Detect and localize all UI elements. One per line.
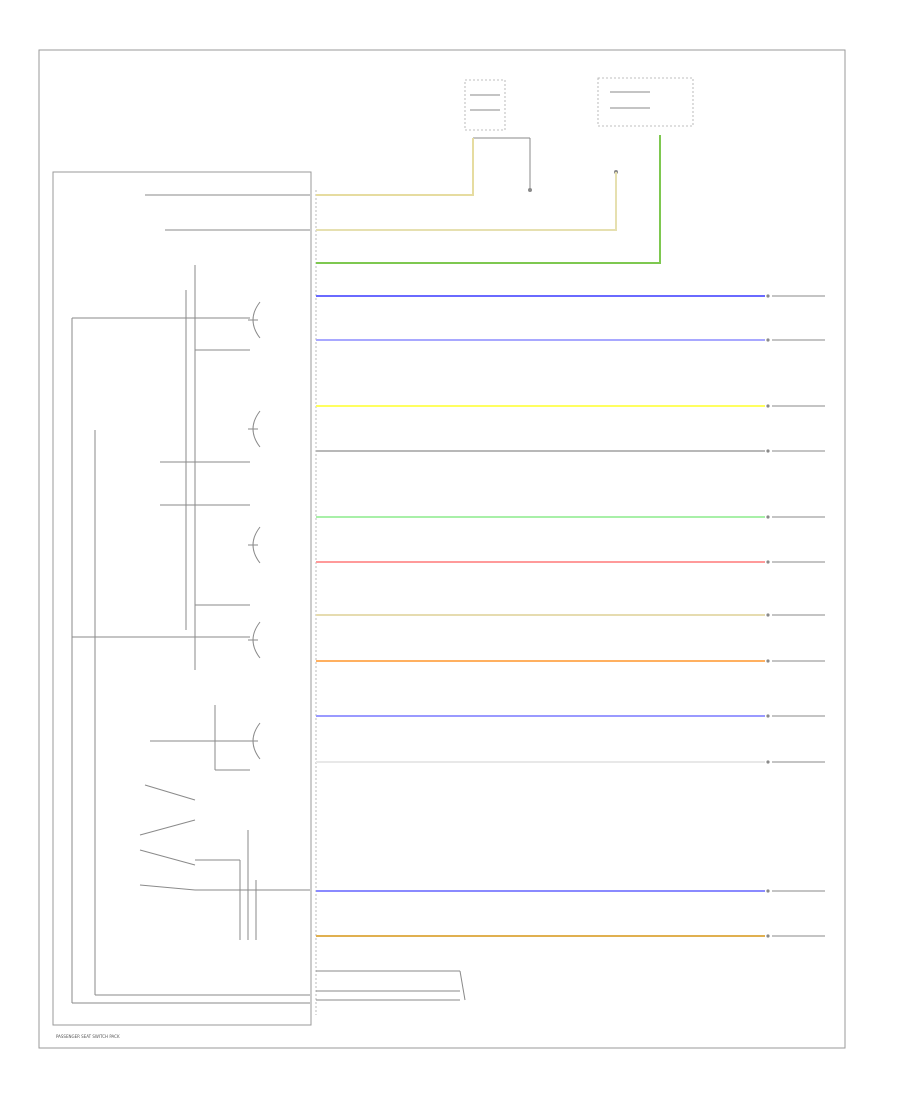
module-name-label: PASSENGER SEAT SWITCH PACK bbox=[56, 1034, 120, 1039]
switch-0 bbox=[248, 301, 261, 339]
switch-2 bbox=[248, 526, 261, 564]
wire-terminal-3 bbox=[766, 449, 770, 453]
wire-terminal-11 bbox=[766, 934, 770, 938]
wire-terminal-8 bbox=[766, 714, 770, 718]
top-wire-0 bbox=[316, 138, 474, 196]
relay-box-1 bbox=[464, 79, 532, 192]
switch-pack-module bbox=[52, 171, 312, 1026]
wire-group bbox=[316, 135, 825, 1001]
switch-1 bbox=[248, 410, 261, 448]
wire-terminal-7 bbox=[766, 659, 770, 663]
wire-terminal-2 bbox=[766, 404, 770, 408]
wire-terminal-9 bbox=[766, 760, 770, 764]
switch-3 bbox=[248, 621, 261, 659]
wire-terminal-6 bbox=[766, 613, 770, 617]
wire-terminal-1 bbox=[766, 338, 770, 342]
top-wire-1 bbox=[316, 172, 617, 231]
relay-box-2 bbox=[597, 77, 694, 174]
top-wire-2 bbox=[316, 135, 661, 264]
wire-terminal-10 bbox=[766, 889, 770, 893]
diagram-frame bbox=[38, 49, 846, 1049]
switch-group bbox=[248, 301, 261, 760]
wire-terminal-4 bbox=[766, 515, 770, 519]
wire-terminal-0 bbox=[766, 294, 770, 298]
switch-4 bbox=[248, 722, 261, 760]
switch-internal-wiring bbox=[71, 194, 310, 1004]
bottom-junction bbox=[459, 970, 466, 1001]
wire-terminal-5 bbox=[766, 560, 770, 564]
